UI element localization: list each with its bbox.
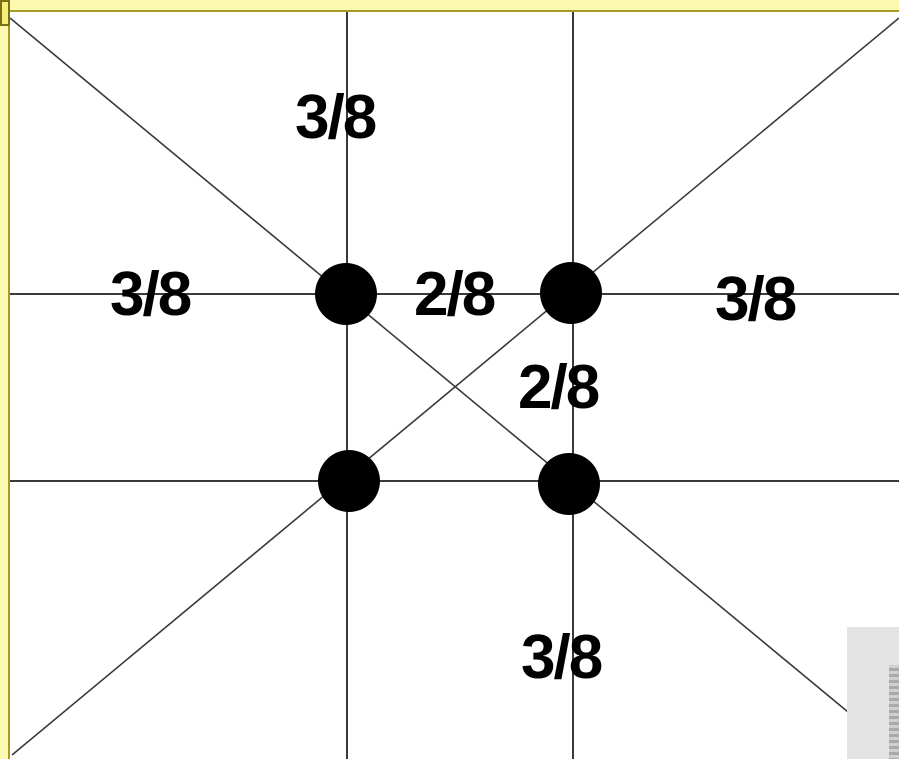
- label-center-horizontal: 2/8: [414, 260, 495, 329]
- thumbnail-strip: [889, 665, 899, 759]
- point-bottom-right: [538, 453, 600, 515]
- diagonal-line-descending: [10, 18, 848, 712]
- point-bottom-left: [318, 450, 380, 512]
- label-center-vertical: 2/8: [518, 353, 599, 422]
- frame-top-edge: [0, 0, 899, 12]
- label-left: 3/8: [110, 260, 191, 329]
- label-top: 3/8: [295, 83, 376, 152]
- frame-left-edge: [0, 0, 10, 759]
- label-bottom: 3/8: [521, 623, 602, 692]
- point-top-right: [540, 262, 602, 324]
- point-top-left: [315, 263, 377, 325]
- label-right: 3/8: [715, 265, 796, 334]
- resize-handle[interactable]: [0, 0, 10, 26]
